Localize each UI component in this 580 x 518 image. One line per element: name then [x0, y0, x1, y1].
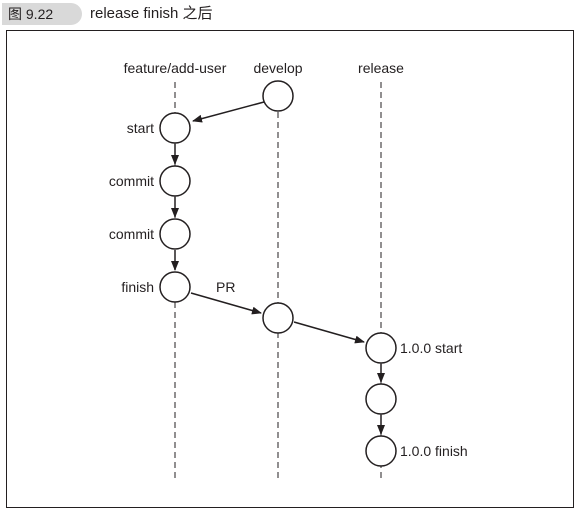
edge-label-pr: PR — [216, 279, 235, 295]
node-develop-merge — [262, 302, 294, 334]
edge-finish-to-develop — [190, 292, 262, 315]
node-feature-start — [159, 112, 191, 144]
edge-develop-to-release — [293, 321, 365, 344]
figure-title: release finish 之后 — [90, 5, 213, 22]
node-release-finish — [365, 435, 397, 467]
node-feature-commit-1 — [159, 165, 191, 197]
edge-develop-to-start — [192, 101, 265, 123]
lane-header-release: release — [358, 60, 404, 76]
node-label-commit-1: commit — [109, 173, 154, 189]
node-release-commit — [365, 383, 397, 415]
figure-number: 图 9.22 — [2, 3, 82, 25]
node-feature-finish — [159, 271, 191, 303]
node-label-start: start — [127, 120, 154, 136]
node-label-release-finish: 1.0.0 finish — [400, 443, 468, 459]
node-develop-initial — [262, 80, 294, 112]
node-label-commit-2: commit — [109, 226, 154, 242]
node-feature-commit-2 — [159, 218, 191, 250]
node-label-finish: finish — [121, 279, 154, 295]
node-release-start — [365, 332, 397, 364]
figure-header: 图 9.22 release finish 之后 — [0, 0, 580, 26]
diagram-frame — [6, 30, 574, 508]
lane-header-develop: develop — [253, 60, 302, 76]
lane-header-feature: feature/add-user — [124, 60, 227, 76]
node-label-release-start: 1.0.0 start — [400, 340, 462, 356]
